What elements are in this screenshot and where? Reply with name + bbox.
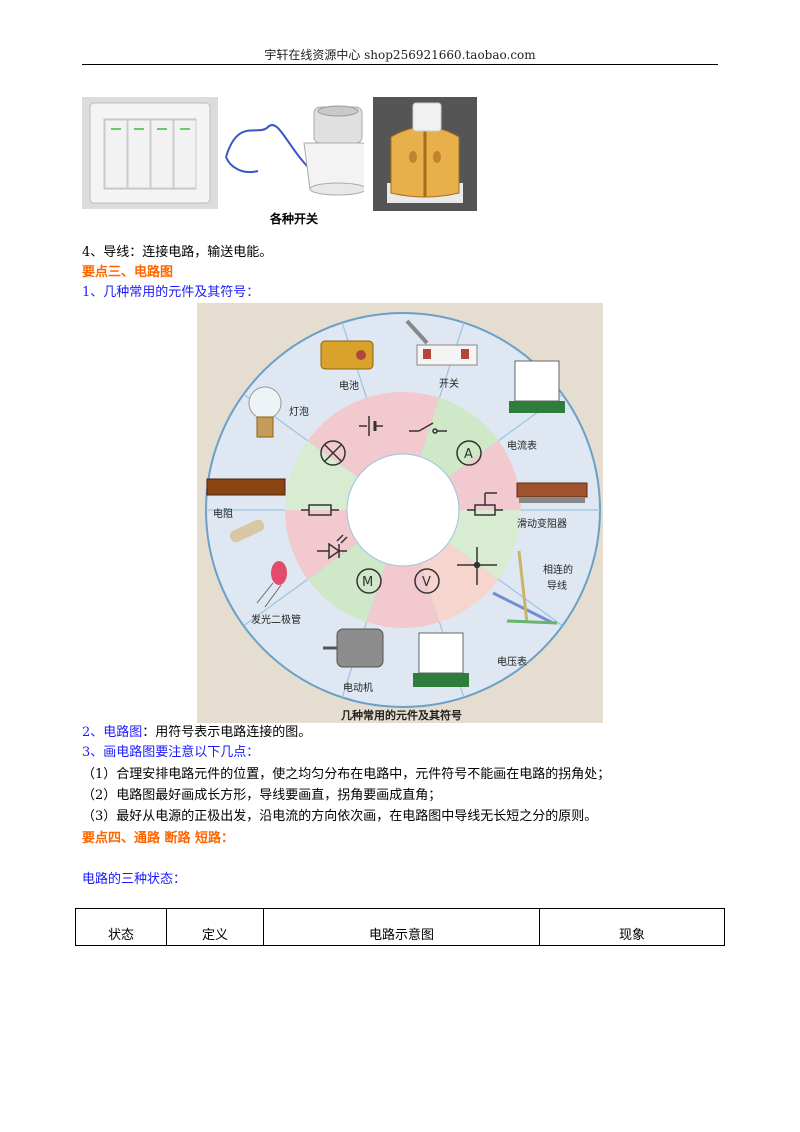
switch-picture [405,319,478,366]
components-symbol-wheel: A V M 电池 开关 电流表 滑动变阻器 相连的 导线 电压表 电动机 [197,303,603,723]
note-1: （1）合理安排电路元件的位置，使之均匀分布在电路中，元件符号不能画在电路的拐角处… [82,767,611,782]
item1-heading: 1、几种常用的元件及其符号： [82,285,260,300]
svg-text:M: M [362,575,373,590]
label-bulb: 灯泡 [289,405,309,418]
resistor-symbol [301,504,339,516]
header-phenomenon: 现象 [539,908,725,946]
symbol-sector [448,510,521,580]
label-motor: 电动机 [343,681,373,694]
label-resistor: 电阻 [213,507,233,520]
voltmeter-symbol: V [414,568,440,594]
header-state: 状态 [75,908,167,946]
knife-switch-photo [373,97,477,211]
wheel-caption: 几种常用的元件及其符号 [341,708,462,722]
lamp-symbol [320,440,346,466]
label-led: 发光二极管 [251,613,301,626]
note-2: （2）电路图最好画成长方形，导线要画直，拐角要画成直角； [82,788,442,803]
wire-picture [492,550,558,625]
motor-symbol: M [356,568,382,594]
label-ammeter: 电流表 [507,439,537,452]
symbol-sector [366,563,440,628]
item3-heading: 3、画电路图要注意以下几点： [82,745,260,760]
note-3: （3）最好从电源的正极出发，沿电流的方向依次画，在电路图中导线无长短之分的原则。 [82,809,598,824]
symbol-sector [285,440,358,510]
label-rheostat: 滑动变阻器 [517,517,567,530]
pull-switch-lamp-holder-photo [225,105,364,196]
header-rule [82,64,718,65]
symbol-sector [285,510,358,580]
states-title: 电路的三种状态： [82,872,187,887]
rheostat-symbol [467,492,503,516]
svg-text:A: A [464,447,473,462]
wall-switch-photo [82,97,218,209]
wire-definition: 4、导线：连接电路，输送电能。 [82,245,273,260]
item2-head: 2、电路图 [82,725,143,740]
rheostat-picture [516,482,588,503]
photos-caption: 各种开关 [269,212,318,226]
symbol-sector [448,440,521,510]
label-voltmeter: 电压表 [497,655,527,668]
led-symbol [317,534,348,560]
motor-picture [323,628,384,668]
label-battery: 电池 [339,379,359,392]
circuit-states-table: 状态 定义 电路示意图 现象 [75,908,725,946]
symbol-sector [366,392,440,457]
bulb-picture [248,386,282,438]
symbol-sector [307,397,386,478]
symbol-sector [307,542,386,623]
voltmeter-picture [413,632,469,687]
header-diagram: 电路示意图 [263,908,540,946]
ammeter-picture [509,360,565,413]
symbol-sector [420,542,499,623]
table-header-row: 状态 定义 电路示意图 现象 [75,908,725,946]
page-header: 宇轩在线资源中心 shop256921660.taobao.com [264,48,536,62]
item2: 2、电路图：用符号表示电路连接的图。 [82,724,311,742]
battery-symbol [359,416,383,436]
resistor-picture [206,478,286,543]
svg-text:V: V [422,575,431,590]
section4-title: 要点四、通路 断路 短路： [82,831,235,846]
item2-tail: ：用符号表示电路连接的图。 [142,725,312,740]
ammeter-symbol: A [456,440,482,466]
label-connected: 相连的 [543,563,573,576]
switch-symbol [409,422,447,434]
label-wire: 导线 [547,579,567,592]
connected-wire-symbol [457,547,497,585]
battery-picture [320,340,374,370]
led-picture [256,561,287,608]
label-switch: 开关 [439,377,459,390]
symbol-sector [420,397,499,478]
section3-title: 要点三、电路图 [82,265,174,280]
header-definition: 定义 [166,908,264,946]
